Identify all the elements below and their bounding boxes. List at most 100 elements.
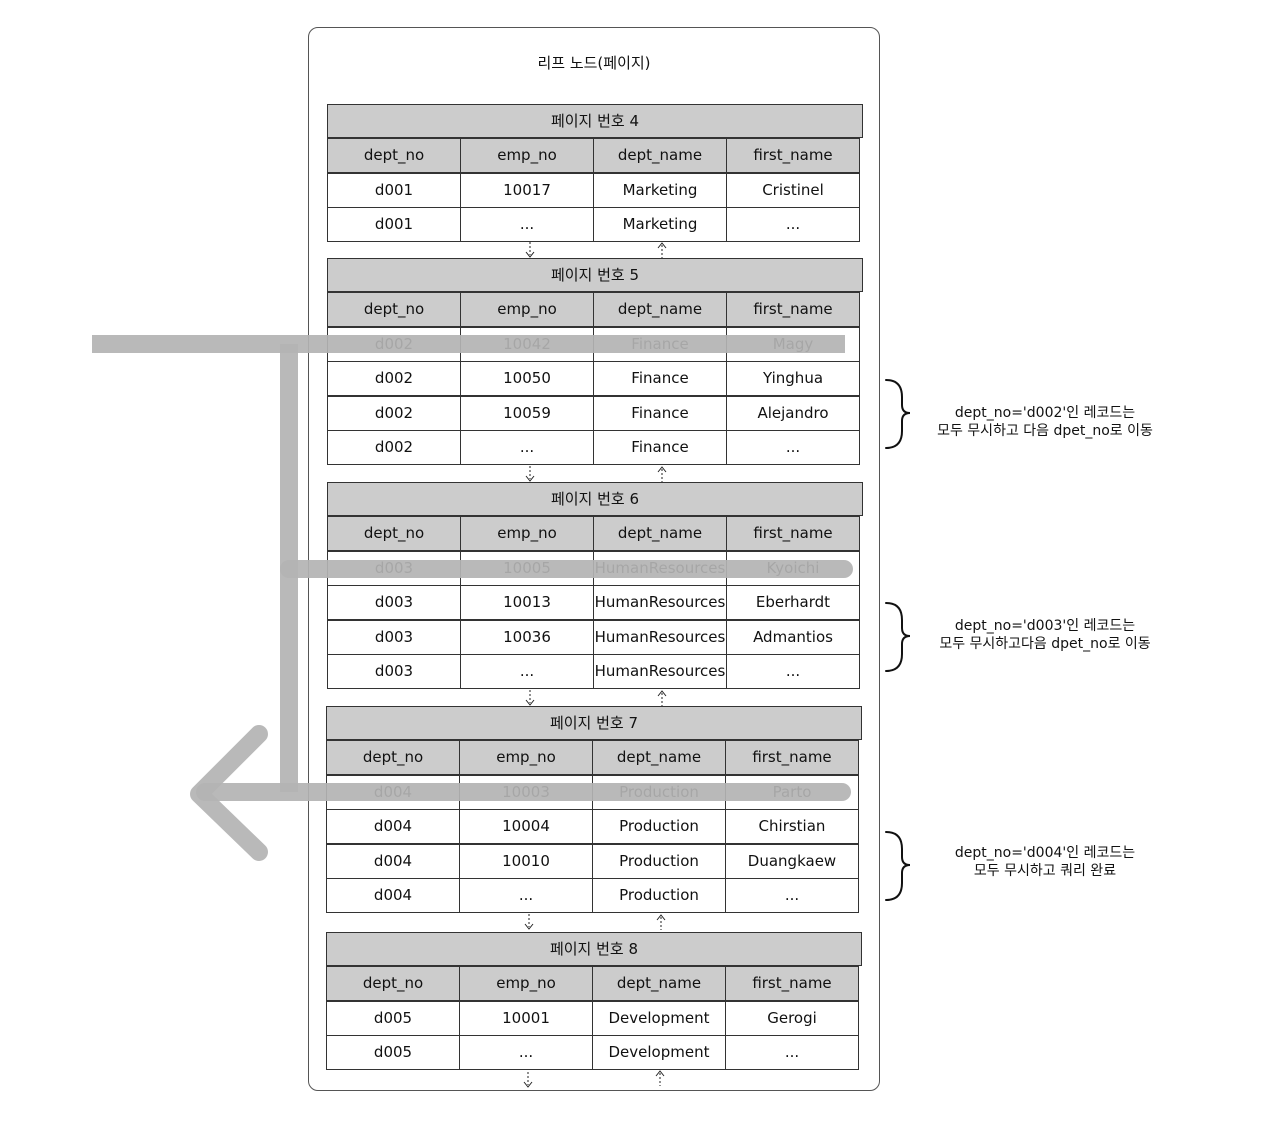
cell-dept-no: d003 bbox=[327, 551, 461, 586]
note-line: 모두 무시하고다음 dpet_no로 이동 bbox=[939, 636, 1151, 652]
cell-emp-no: 10001 bbox=[459, 1001, 593, 1036]
cell-first-name: Admantios bbox=[726, 620, 860, 655]
table-row: d002 10042 Finance Magy bbox=[327, 327, 863, 363]
note-line: dept_no='d002'인 레코드는 bbox=[954, 405, 1136, 421]
cell-dept-name: HumanResources bbox=[593, 654, 727, 689]
cell-dept-name: Marketing bbox=[593, 173, 727, 208]
cell-first-name: Duangkaew bbox=[725, 844, 859, 879]
cell-dept-no: d003 bbox=[327, 654, 461, 689]
table-row: d004 10010 Production Duangkaew bbox=[326, 844, 862, 880]
table-row: d002 ... Finance ... bbox=[327, 430, 863, 466]
cell-emp-no: 10004 bbox=[459, 809, 593, 844]
cell-emp-no: ... bbox=[460, 430, 594, 465]
cell-dept-no: d004 bbox=[326, 775, 460, 810]
col-header-dept-name: dept_name bbox=[593, 138, 727, 173]
cell-dept-name: Production bbox=[592, 809, 726, 844]
table-row: d003 10005 HumanResources Kyoichi bbox=[327, 551, 863, 587]
cell-dept-no: d002 bbox=[327, 430, 461, 465]
cell-dept-no: d003 bbox=[327, 620, 461, 655]
note-line: dept_no='d004'인 레코드는 bbox=[954, 845, 1136, 861]
col-header-dept-no: dept_no bbox=[327, 138, 461, 173]
note-d003: dept_no='d003'인 레코드는 모두 무시하고다음 dpet_no로 … bbox=[920, 617, 1170, 653]
container-title: 리프 노드(페이지) bbox=[537, 54, 651, 72]
table-row: d002 10050 Finance Yinghua bbox=[327, 361, 863, 397]
col-header-emp-no: emp_no bbox=[460, 516, 594, 551]
col-header-first-name: first_name bbox=[725, 966, 859, 1001]
col-header-dept-no: dept_no bbox=[327, 292, 461, 327]
cell-dept-no: d002 bbox=[327, 327, 461, 362]
cell-dept-no: d002 bbox=[327, 396, 461, 431]
table-row: d004 ... Production ... bbox=[326, 878, 862, 914]
col-header-emp-no: emp_no bbox=[459, 966, 593, 1001]
col-header-dept-name: dept_name bbox=[593, 292, 727, 327]
col-header-emp-no: emp_no bbox=[460, 138, 594, 173]
cell-emp-no: ... bbox=[460, 207, 594, 242]
cell-dept-name: Finance bbox=[593, 396, 727, 431]
page-title: 페이지 번호 4 bbox=[327, 104, 863, 138]
page-title: 페이지 번호 6 bbox=[327, 482, 863, 516]
leaf-node-container: 리프 노드(페이지) bbox=[308, 27, 880, 1091]
table-row: d002 10059 Finance Alejandro bbox=[327, 396, 863, 432]
cell-emp-no: 10059 bbox=[460, 396, 594, 431]
cell-first-name: Gerogi bbox=[725, 1001, 859, 1036]
cell-emp-no: 10013 bbox=[460, 585, 594, 620]
table-row: d005 10001 Development Gerogi bbox=[326, 1001, 862, 1037]
cell-emp-no: 10050 bbox=[460, 361, 594, 396]
page-title: 페이지 번호 7 bbox=[326, 706, 862, 740]
cell-first-name: Yinghua bbox=[726, 361, 860, 396]
col-header-first-name: first_name bbox=[726, 516, 860, 551]
cell-dept-no: d001 bbox=[327, 173, 461, 208]
cell-first-name: ... bbox=[726, 654, 860, 689]
cell-dept-no: d002 bbox=[327, 361, 461, 396]
cell-dept-name: HumanResources bbox=[593, 585, 727, 620]
cell-first-name: ... bbox=[726, 430, 860, 465]
column-header-row: dept_no emp_no dept_name first_name bbox=[327, 292, 863, 328]
cell-emp-no: 10036 bbox=[460, 620, 594, 655]
cell-emp-no: 10017 bbox=[460, 173, 594, 208]
col-header-first-name: first_name bbox=[726, 138, 860, 173]
column-header-row: dept_no emp_no dept_name first_name bbox=[326, 966, 862, 1002]
cell-emp-no: 10005 bbox=[460, 551, 594, 586]
col-header-emp-no: emp_no bbox=[460, 292, 594, 327]
cell-dept-no: d001 bbox=[327, 207, 461, 242]
cell-first-name: ... bbox=[726, 207, 860, 242]
col-header-first-name: first_name bbox=[726, 292, 860, 327]
col-header-dept-name: dept_name bbox=[592, 966, 726, 1001]
cell-emp-no: 10003 bbox=[459, 775, 593, 810]
col-header-dept-name: dept_name bbox=[593, 516, 727, 551]
column-header-row: dept_no emp_no dept_name first_name bbox=[327, 138, 863, 174]
cell-dept-no: d004 bbox=[326, 809, 460, 844]
cell-emp-no: 10010 bbox=[459, 844, 593, 879]
table-row: d003 10013 HumanResources Eberhardt bbox=[327, 585, 863, 621]
table-row: d003 ... HumanResources ... bbox=[327, 654, 863, 690]
cell-emp-no: ... bbox=[460, 654, 594, 689]
col-header-dept-no: dept_no bbox=[326, 966, 460, 1001]
column-header-row: dept_no emp_no dept_name first_name bbox=[326, 740, 862, 776]
cell-dept-no: d005 bbox=[326, 1001, 460, 1036]
note-line: 모두 무시하고 다음 dpet_no로 이동 bbox=[937, 423, 1153, 439]
col-header-dept-name: dept_name bbox=[592, 740, 726, 775]
brace-d002 bbox=[885, 379, 911, 449]
cell-first-name: Alejandro bbox=[726, 396, 860, 431]
cell-first-name: ... bbox=[725, 1035, 859, 1070]
cell-dept-name: Production bbox=[592, 878, 726, 913]
cell-first-name: Eberhardt bbox=[726, 585, 860, 620]
cell-first-name: Kyoichi bbox=[726, 551, 860, 586]
cell-emp-no: ... bbox=[459, 1035, 593, 1070]
cell-dept-no: d004 bbox=[326, 878, 460, 913]
table-row: d004 10004 Production Chirstian bbox=[326, 809, 862, 845]
cell-first-name: Chirstian bbox=[725, 809, 859, 844]
note-line: 모두 무시하고 쿼리 완료 bbox=[973, 863, 1117, 879]
cell-first-name: Magy bbox=[726, 327, 860, 362]
cell-first-name: ... bbox=[725, 878, 859, 913]
cell-dept-name: HumanResources bbox=[593, 551, 727, 586]
page-title: 페이지 번호 5 bbox=[327, 258, 863, 292]
cell-first-name: Cristinel bbox=[726, 173, 860, 208]
note-d002: dept_no='d002'인 레코드는 모두 무시하고 다음 dpet_no로… bbox=[920, 404, 1170, 440]
col-header-first-name: first_name bbox=[725, 740, 859, 775]
cell-dept-name: Finance bbox=[593, 327, 727, 362]
cell-dept-no: d004 bbox=[326, 844, 460, 879]
col-header-dept-no: dept_no bbox=[327, 516, 461, 551]
brace-d004 bbox=[885, 831, 911, 901]
table-row: d001 10017 Marketing Cristinel bbox=[327, 173, 863, 209]
